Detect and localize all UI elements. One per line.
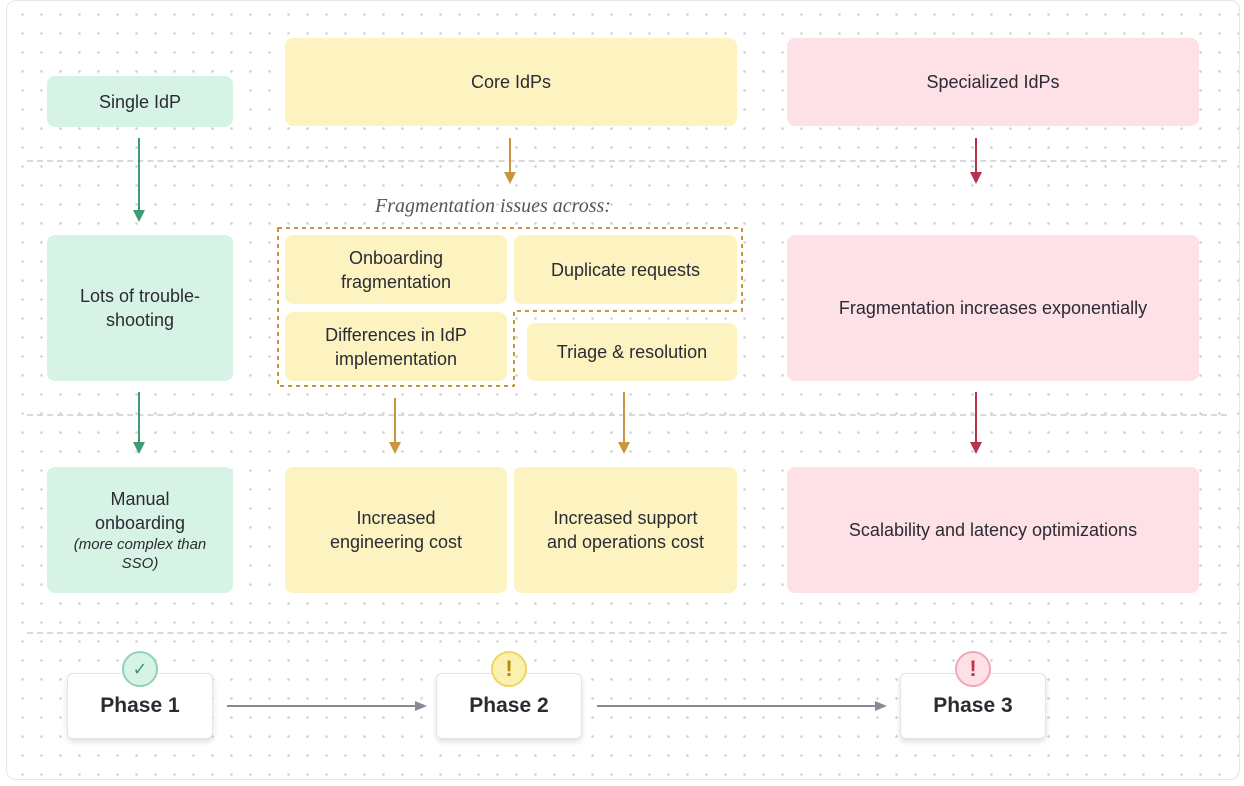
- row-separator-1: [27, 160, 1227, 162]
- phase-3-label: Phase 3: [933, 694, 1013, 717]
- arrow-down-icon: [970, 138, 982, 184]
- troubleshooting-label: Lots of trouble- shooting: [79, 286, 201, 330]
- troubleshooting-box: Lots of trouble- shooting: [47, 235, 233, 381]
- manual-onboarding-box: Manual onboarding (more complex than SSO…: [47, 467, 233, 593]
- fragmentation-exponential-box: Fragmentation increases exponentially: [787, 235, 1199, 381]
- timeline-arrow-1: [227, 701, 427, 711]
- duplicate-requests-label: Duplicate requests: [550, 259, 701, 280]
- row-separator-2: [27, 414, 1227, 416]
- specialized-idps-header-label: Specialized IdPs: [926, 72, 1060, 92]
- onboarding-fragmentation-box: Onboarding fragmentation: [285, 235, 507, 304]
- phase-1-card: Phase 1: [67, 673, 213, 739]
- duplicate-requests-box: Duplicate requests: [514, 235, 737, 304]
- alert-icon: !: [955, 651, 991, 687]
- arrow-down-icon: [389, 398, 401, 454]
- core-idps-header: Core IdPs: [285, 38, 737, 126]
- warning-icon: !: [491, 651, 527, 687]
- arrow-down-icon: [133, 138, 145, 222]
- timeline-arrow-2: [597, 701, 887, 711]
- arrow-down-icon: [618, 392, 630, 454]
- row-separator-3: [27, 632, 1227, 634]
- arrow-down-icon: [504, 138, 516, 184]
- manual-onboarding-label: Manual onboarding: [94, 489, 186, 533]
- manual-onboarding-note: (more complex than SSO): [73, 536, 207, 572]
- idp-differences-box: Differences in IdP implementation: [285, 312, 507, 381]
- onboarding-fragmentation-label: Onboarding fragmentation: [340, 247, 452, 292]
- phase-1-label: Phase 1: [100, 694, 180, 717]
- triage-resolution-label: Triage & resolution: [556, 342, 708, 362]
- scalability-label: Scalability and latency optimizations: [848, 520, 1138, 540]
- core-idps-header-label: Core IdPs: [470, 72, 552, 92]
- engineering-cost-box: Increased engineering cost: [285, 467, 507, 593]
- diagram-canvas: Single IdP Lots of trouble- shooting Man…: [6, 0, 1240, 780]
- issues-group-outline: [277, 227, 743, 387]
- phase-2-label: Phase 2: [469, 694, 549, 717]
- specialized-idps-header: Specialized IdPs: [787, 38, 1199, 126]
- engineering-cost-label: Increased engineering cost: [329, 508, 463, 552]
- single-idp-header-label: Single IdP: [98, 91, 182, 112]
- arrow-down-icon: [133, 392, 145, 454]
- triage-resolution-box: Triage & resolution: [527, 323, 737, 381]
- arrow-down-icon: [970, 392, 982, 454]
- check-icon: ✓: [122, 651, 158, 687]
- idp-differences-label: Differences in IdP implementation: [325, 324, 467, 369]
- support-cost-box: Increased support and operations cost: [514, 467, 737, 593]
- fragmentation-title: Fragmentation issues across:: [375, 195, 611, 217]
- support-cost-label: Increased support and operations cost: [546, 508, 705, 552]
- scalability-box: Scalability and latency optimizations: [787, 467, 1199, 593]
- fragmentation-exponential-label: Fragmentation increases exponentially: [838, 298, 1148, 318]
- single-idp-header: Single IdP: [47, 76, 233, 127]
